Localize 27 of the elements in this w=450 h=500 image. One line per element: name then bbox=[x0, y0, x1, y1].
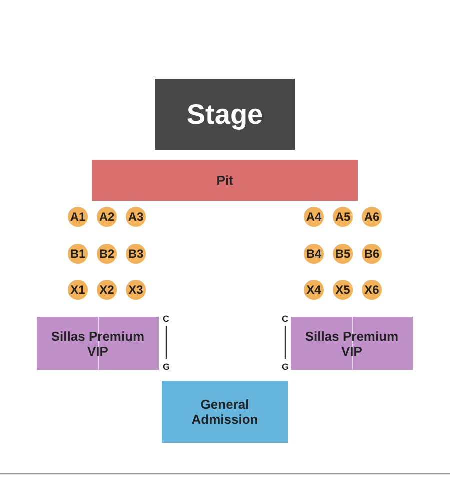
seat-section: X1 bbox=[68, 280, 88, 300]
seat-section: X6 bbox=[362, 280, 382, 300]
seat-section: A5 bbox=[333, 207, 353, 227]
seat-section: B4 bbox=[304, 244, 324, 264]
seat-section: B3 bbox=[126, 244, 146, 264]
row-letter: C bbox=[282, 314, 288, 324]
seat-section: X2 bbox=[97, 280, 117, 300]
seat-section: X3 bbox=[126, 280, 146, 300]
pit-area: Pit bbox=[92, 160, 358, 201]
seat-section: X4 bbox=[304, 280, 324, 300]
seat-section: A4 bbox=[304, 207, 324, 227]
vip-seating-area: Sillas Premium VIP bbox=[37, 317, 159, 370]
row-letter: C bbox=[163, 314, 170, 324]
stage-area: Stage bbox=[155, 79, 295, 150]
seat-section: A2 bbox=[97, 207, 117, 227]
seat-section: X5 bbox=[333, 280, 353, 300]
row-letter: G bbox=[163, 362, 170, 372]
seat-section: B2 bbox=[97, 244, 117, 264]
seat-section: B6 bbox=[362, 244, 382, 264]
general-admission-area: General Admission bbox=[162, 381, 288, 443]
seat-section: A1 bbox=[68, 207, 88, 227]
seat-section: B5 bbox=[333, 244, 353, 264]
seat-section: A3 bbox=[126, 207, 146, 227]
seat-section: B1 bbox=[68, 244, 88, 264]
vip-seating-area: Sillas Premium VIP bbox=[291, 317, 413, 370]
seat-section: A6 bbox=[362, 207, 382, 227]
row-letter: G bbox=[282, 362, 290, 372]
